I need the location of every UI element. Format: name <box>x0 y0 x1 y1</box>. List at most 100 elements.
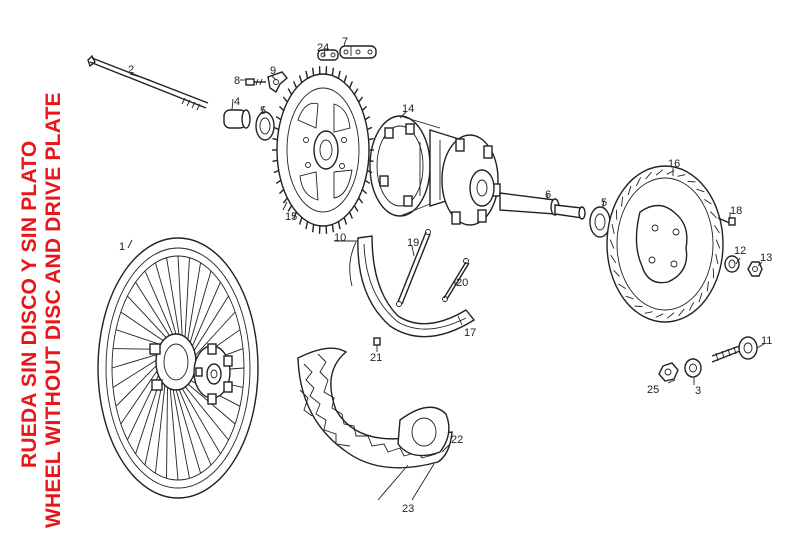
brake-drum-part <box>369 115 441 217</box>
leader-lines <box>240 46 763 501</box>
disc-slot <box>655 169 664 176</box>
disc-slot <box>715 254 719 264</box>
callout-2: 2 <box>128 64 134 76</box>
wheel-spoke <box>154 262 180 345</box>
wheel-spoke <box>183 257 190 350</box>
sprocket-tooth <box>311 67 315 76</box>
spacer-part <box>223 98 251 129</box>
sprocket-tooth <box>305 221 309 230</box>
sprocket-tooth <box>282 197 288 204</box>
wheel-spoke <box>177 255 184 348</box>
wheel-spoke <box>127 363 165 441</box>
hub-part <box>419 129 501 226</box>
sprocket-tooth <box>287 88 293 95</box>
sprocket-tooth <box>348 81 354 89</box>
sprocket-tooth <box>275 179 282 185</box>
callout-18: 18 <box>730 205 742 217</box>
wheel-spoke <box>176 379 221 455</box>
disc-slot <box>666 312 675 319</box>
sprocket-tooth <box>361 188 368 195</box>
sprocket-tooth <box>311 224 315 233</box>
bolt-part <box>245 78 266 86</box>
disc-slot <box>688 301 695 311</box>
sprocket-tooth <box>337 70 341 79</box>
sprocket-tooth <box>292 81 298 89</box>
sprocket-tooth <box>343 217 348 225</box>
sprocket-tooth <box>275 115 282 121</box>
callout-5-right: 5 <box>601 197 607 209</box>
callout-16: 16 <box>668 158 680 170</box>
wheel-spoke <box>144 270 178 345</box>
disc-slot <box>713 224 720 234</box>
tire-part <box>297 347 453 469</box>
disc-slot <box>677 174 686 177</box>
callout-7: 7 <box>342 36 348 48</box>
sprocket-tooth <box>292 211 298 219</box>
callout-11: 11 <box>761 335 772 347</box>
disc-slot <box>704 199 712 205</box>
disc-slot <box>696 188 705 193</box>
adjuster-nut-part <box>658 362 679 382</box>
callout-5-left: 5 <box>260 105 266 117</box>
disc-slot <box>715 239 721 249</box>
wheel-spoke <box>172 379 202 474</box>
sprocket-tooth <box>287 205 293 212</box>
sprocket-tooth <box>358 197 364 204</box>
sprocket-part <box>276 73 370 227</box>
brake-spring-part <box>442 258 470 302</box>
sprocket-teeth <box>272 66 374 234</box>
callout-19: 19 <box>407 237 419 249</box>
sprocket-tooth <box>331 67 335 76</box>
sprocket-tooth <box>278 105 285 112</box>
disc-slot <box>621 196 624 207</box>
washer-part <box>724 255 740 273</box>
brake-disc-part <box>606 165 724 323</box>
wheel-spoke <box>168 376 179 481</box>
callout-8: 8 <box>234 75 240 87</box>
sprocket-tooth <box>364 179 371 185</box>
wheel-spoke <box>170 378 190 479</box>
brake-shoe-part <box>349 235 476 338</box>
sprocket-tooth <box>353 88 359 95</box>
sprocket-tooth <box>305 70 309 79</box>
disc-slot <box>610 254 617 264</box>
disc-slot <box>706 281 709 292</box>
sprocket-tooth <box>272 159 278 163</box>
wheel-spoke <box>186 270 212 355</box>
callout-9: 9 <box>270 65 276 77</box>
sprocket-tooth <box>353 205 359 212</box>
callout-14: 14 <box>402 103 414 115</box>
sprocket-tooth <box>272 137 278 141</box>
callout-3: 3 <box>695 385 701 397</box>
disc-bolt-part <box>717 217 736 226</box>
callout-21: 21 <box>370 352 382 364</box>
disc-slot <box>709 211 717 219</box>
small-screw-part <box>373 337 381 350</box>
chain-adjuster-part <box>711 336 765 363</box>
disc-slot <box>627 185 632 196</box>
sprocket-tooth <box>298 75 303 83</box>
callout-10: 10 <box>334 232 346 244</box>
disc-slot <box>698 292 703 303</box>
disc-slot <box>618 283 626 289</box>
callout-13: 13 <box>760 252 772 264</box>
disc-slot <box>655 313 664 318</box>
disc-slot <box>635 177 642 187</box>
callout-1: 1 <box>119 241 125 253</box>
wheel-spoke <box>120 311 172 347</box>
sprocket-tooth <box>343 75 348 83</box>
callout-12: 12 <box>734 245 746 257</box>
bearing-left-part <box>255 105 275 141</box>
chain-link-part <box>317 45 377 61</box>
sprocket-tooth <box>367 126 373 131</box>
sprocket-tooth <box>364 115 371 121</box>
disc-slot <box>644 311 653 314</box>
adjuster-washer-part <box>684 358 702 378</box>
callout-6: 6 <box>545 189 551 201</box>
callout-25: 25 <box>647 384 659 396</box>
sprocket-tooth <box>298 217 303 225</box>
wheel-spoke <box>166 257 182 346</box>
disc-slot <box>609 239 615 249</box>
